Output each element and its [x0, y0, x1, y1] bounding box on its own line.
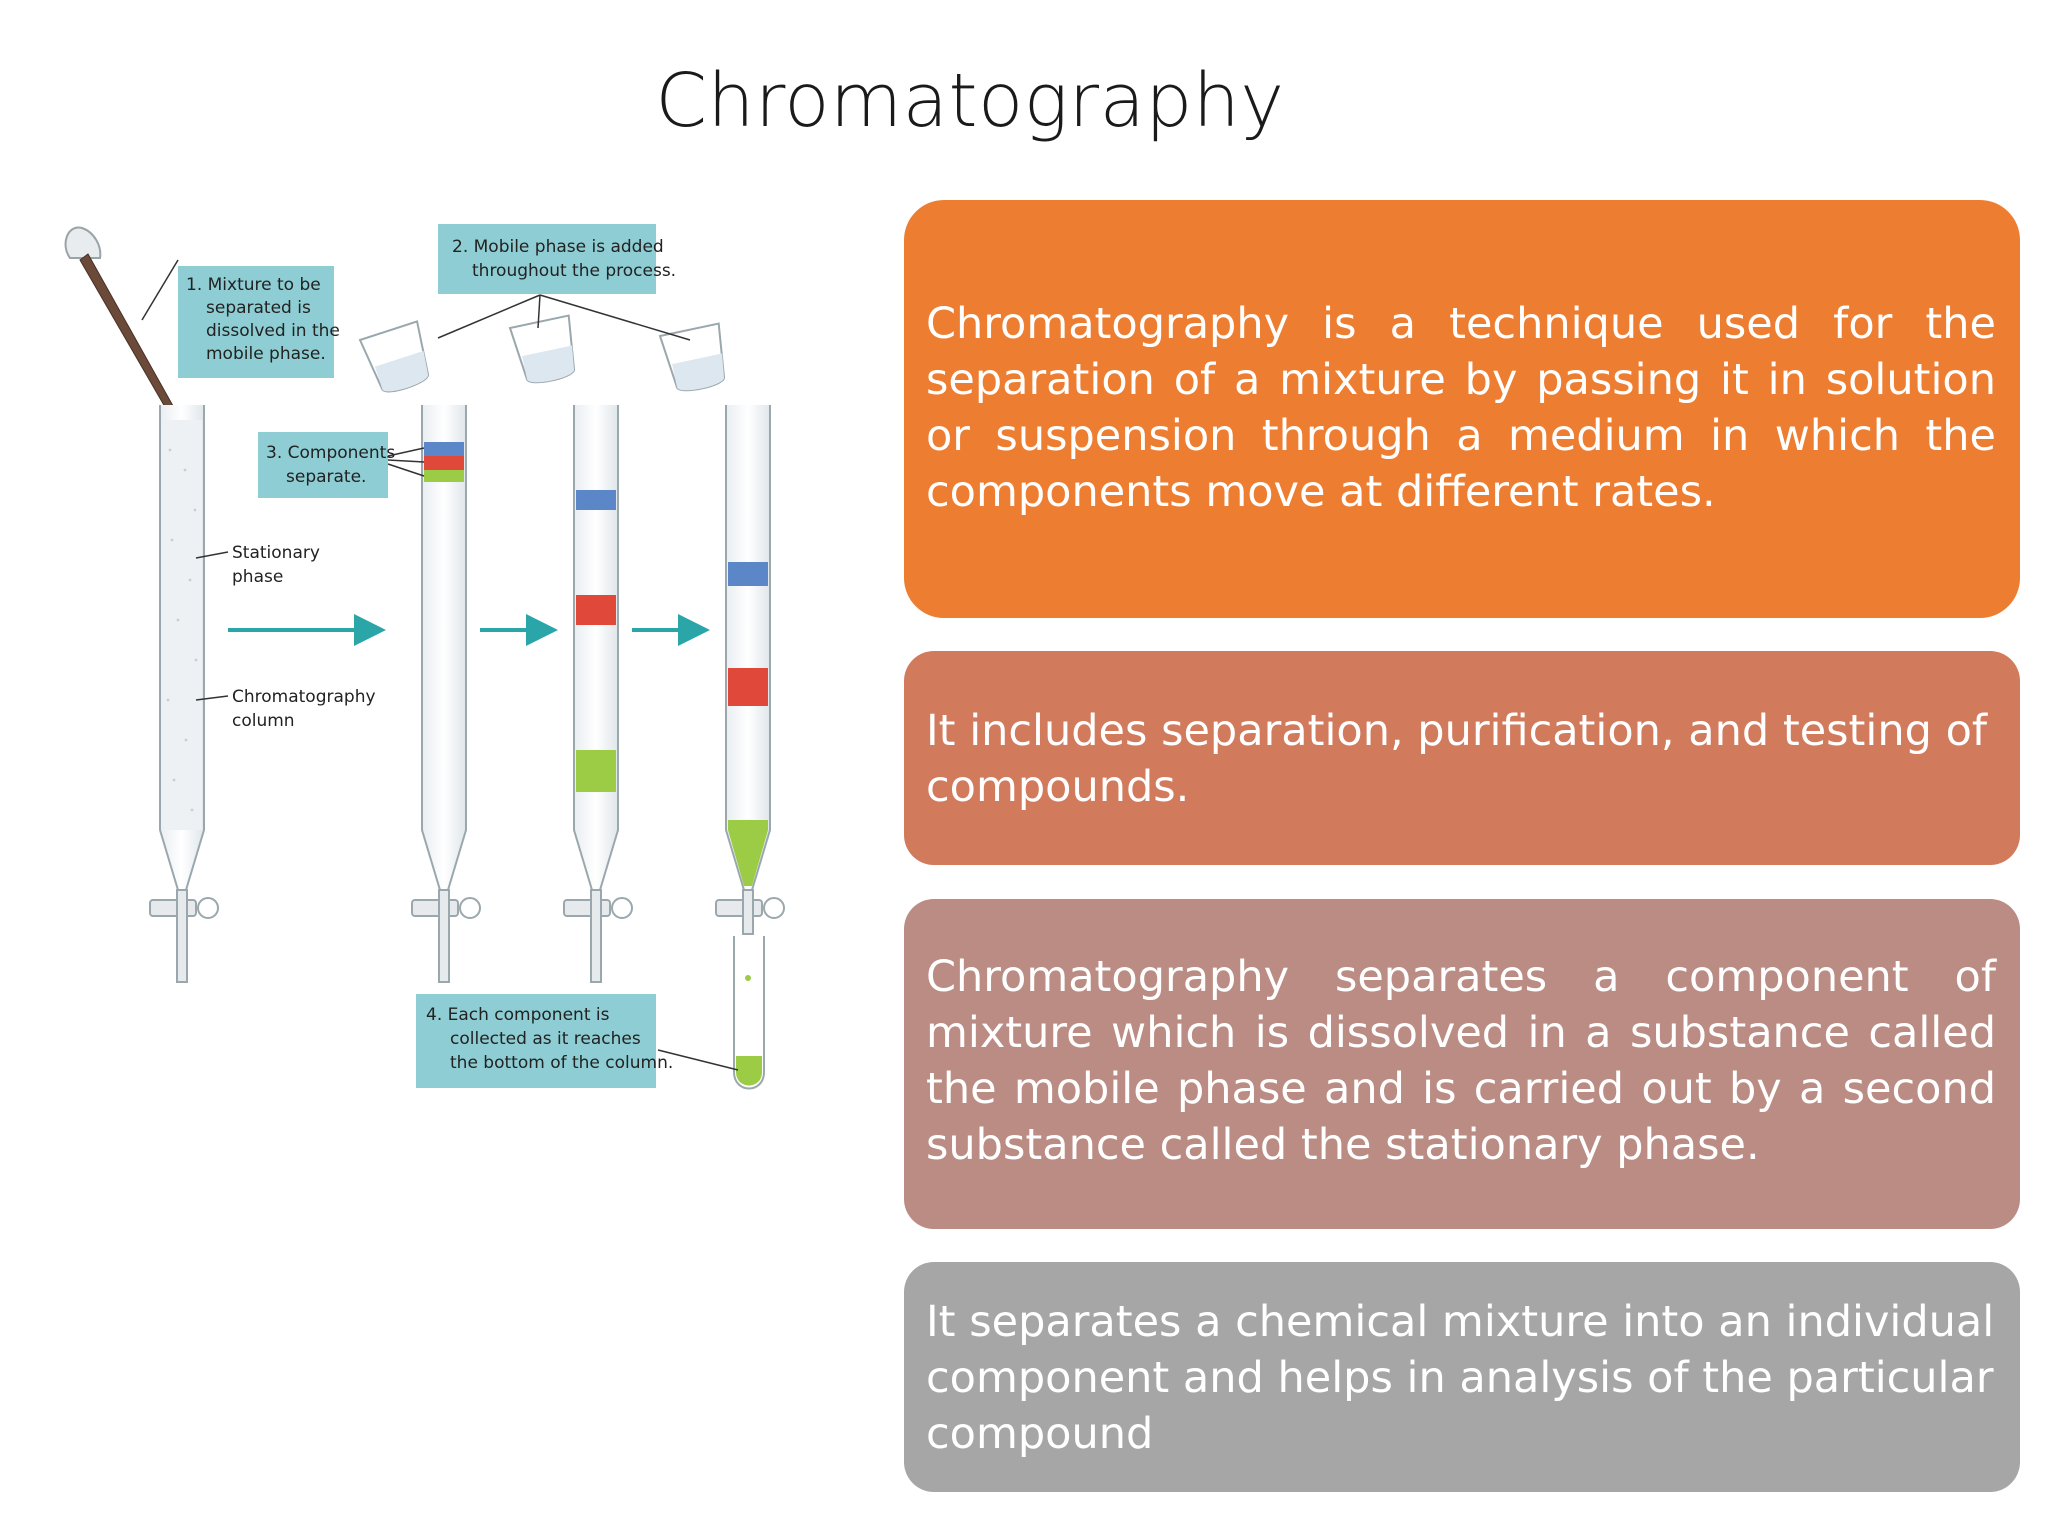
column-4	[715, 405, 785, 1090]
column-3	[563, 405, 633, 983]
band-green-col2	[424, 470, 464, 482]
step1-text: 1. Mixture to be separated is dissolved …	[186, 275, 345, 364]
band-red-col3	[576, 595, 616, 625]
uses-text: It includes separation, purification, an…	[926, 706, 1988, 812]
band-blue-col3	[576, 490, 616, 510]
step4-box	[416, 994, 656, 1088]
mechanism-card: Chromatography separates a component of …	[904, 899, 2020, 1229]
slide-title: Chromatography	[655, 58, 1285, 144]
step4-text: 4. Each component is collected as it rea…	[426, 1005, 673, 1073]
step3-box	[258, 432, 388, 498]
column-1	[149, 405, 219, 983]
step2-box	[438, 224, 656, 294]
dropper-icon	[64, 226, 190, 433]
mechanism-text: Chromatography separates a component of …	[926, 952, 1996, 1170]
chromatography-diagram: 1. Mixture to be separated is dissolved …	[64, 224, 785, 1090]
band-blue-col2	[424, 442, 464, 456]
step1-box	[178, 266, 334, 378]
beaker-icon-2	[508, 314, 576, 384]
band-green-col4	[728, 820, 768, 886]
test-tube	[733, 936, 765, 1090]
beaker-icon-3	[658, 322, 726, 392]
band-red-col2	[424, 456, 464, 470]
step2-text: 2. Mobile phase is added throughout the …	[452, 237, 676, 281]
band-red-col4	[728, 668, 768, 706]
stationary-label: Stationary phase	[232, 543, 325, 587]
column-label: Chromatography column	[232, 687, 381, 731]
definition-text: Chromatography is a technique used for t…	[926, 299, 1996, 517]
purpose-text: It separates a chemical mixture into an …	[926, 1297, 1995, 1459]
band-green-col3	[576, 750, 616, 792]
band-blue-col4	[728, 562, 768, 586]
definition-card: Chromatography is a technique used for t…	[904, 200, 2020, 618]
column-2	[411, 405, 481, 983]
beaker-icon-1	[358, 320, 430, 393]
purpose-card: It separates a chemical mixture into an …	[904, 1262, 2020, 1492]
uses-card: It includes separation, purification, an…	[904, 651, 2020, 865]
step3-text: 3. Components separate.	[266, 443, 401, 487]
